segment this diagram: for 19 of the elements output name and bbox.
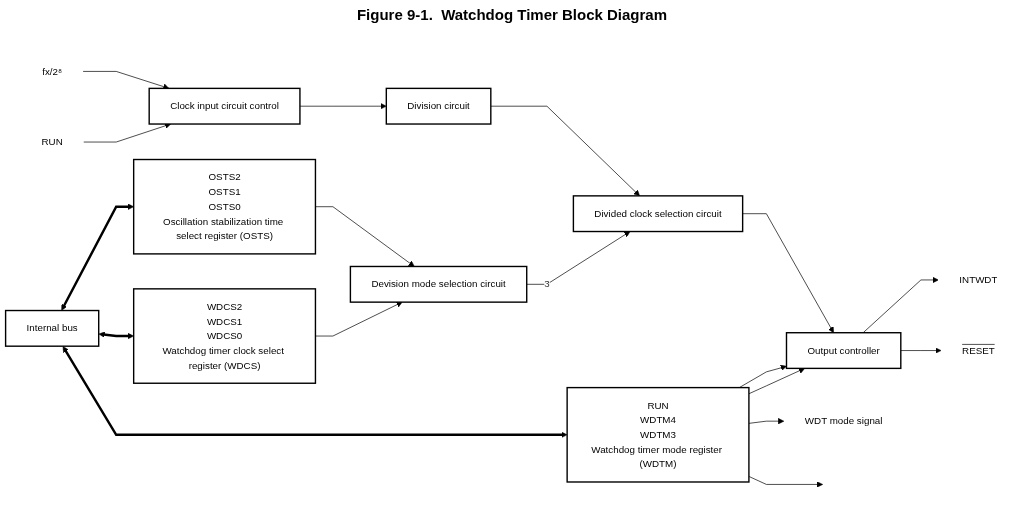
edge-label: 3: [544, 278, 550, 290]
node-box: Devision mode selection circuit: [349, 266, 528, 304]
node-box: RUN WDTM4 WDTM3 Watchdog timer mode register (WDTM): [566, 387, 750, 483]
node-text: RUN: [41, 136, 63, 148]
arrow: [98, 331, 134, 340]
node-box: OSTS2 OSTS1 OSTS0 Oscillation stabilization time select register (OSTS): [132, 159, 317, 255]
diagram-title: Figure 9-1. Watchdog Timer Block Diagram: [355, 6, 669, 23]
node-text: WDT mode signal: [804, 415, 883, 427]
node-box: Divided clock selection circuit: [572, 195, 744, 233]
node-box: Internal bus: [4, 310, 100, 348]
node-text: INTWDT: [959, 274, 998, 286]
node-text: RESET: [962, 344, 995, 357]
node-box: Output controller: [785, 332, 902, 370]
node-box: Division circuit: [385, 87, 492, 125]
arrow: [61, 203, 134, 311]
arrow: [62, 346, 568, 439]
node-box: Clock input circuit control: [148, 87, 301, 125]
node-text: fx/2⁸: [42, 65, 63, 77]
node-box: WDCS2 WDCS1 WDCS0 Watchdog timer clock select register (WDCS): [132, 288, 317, 385]
